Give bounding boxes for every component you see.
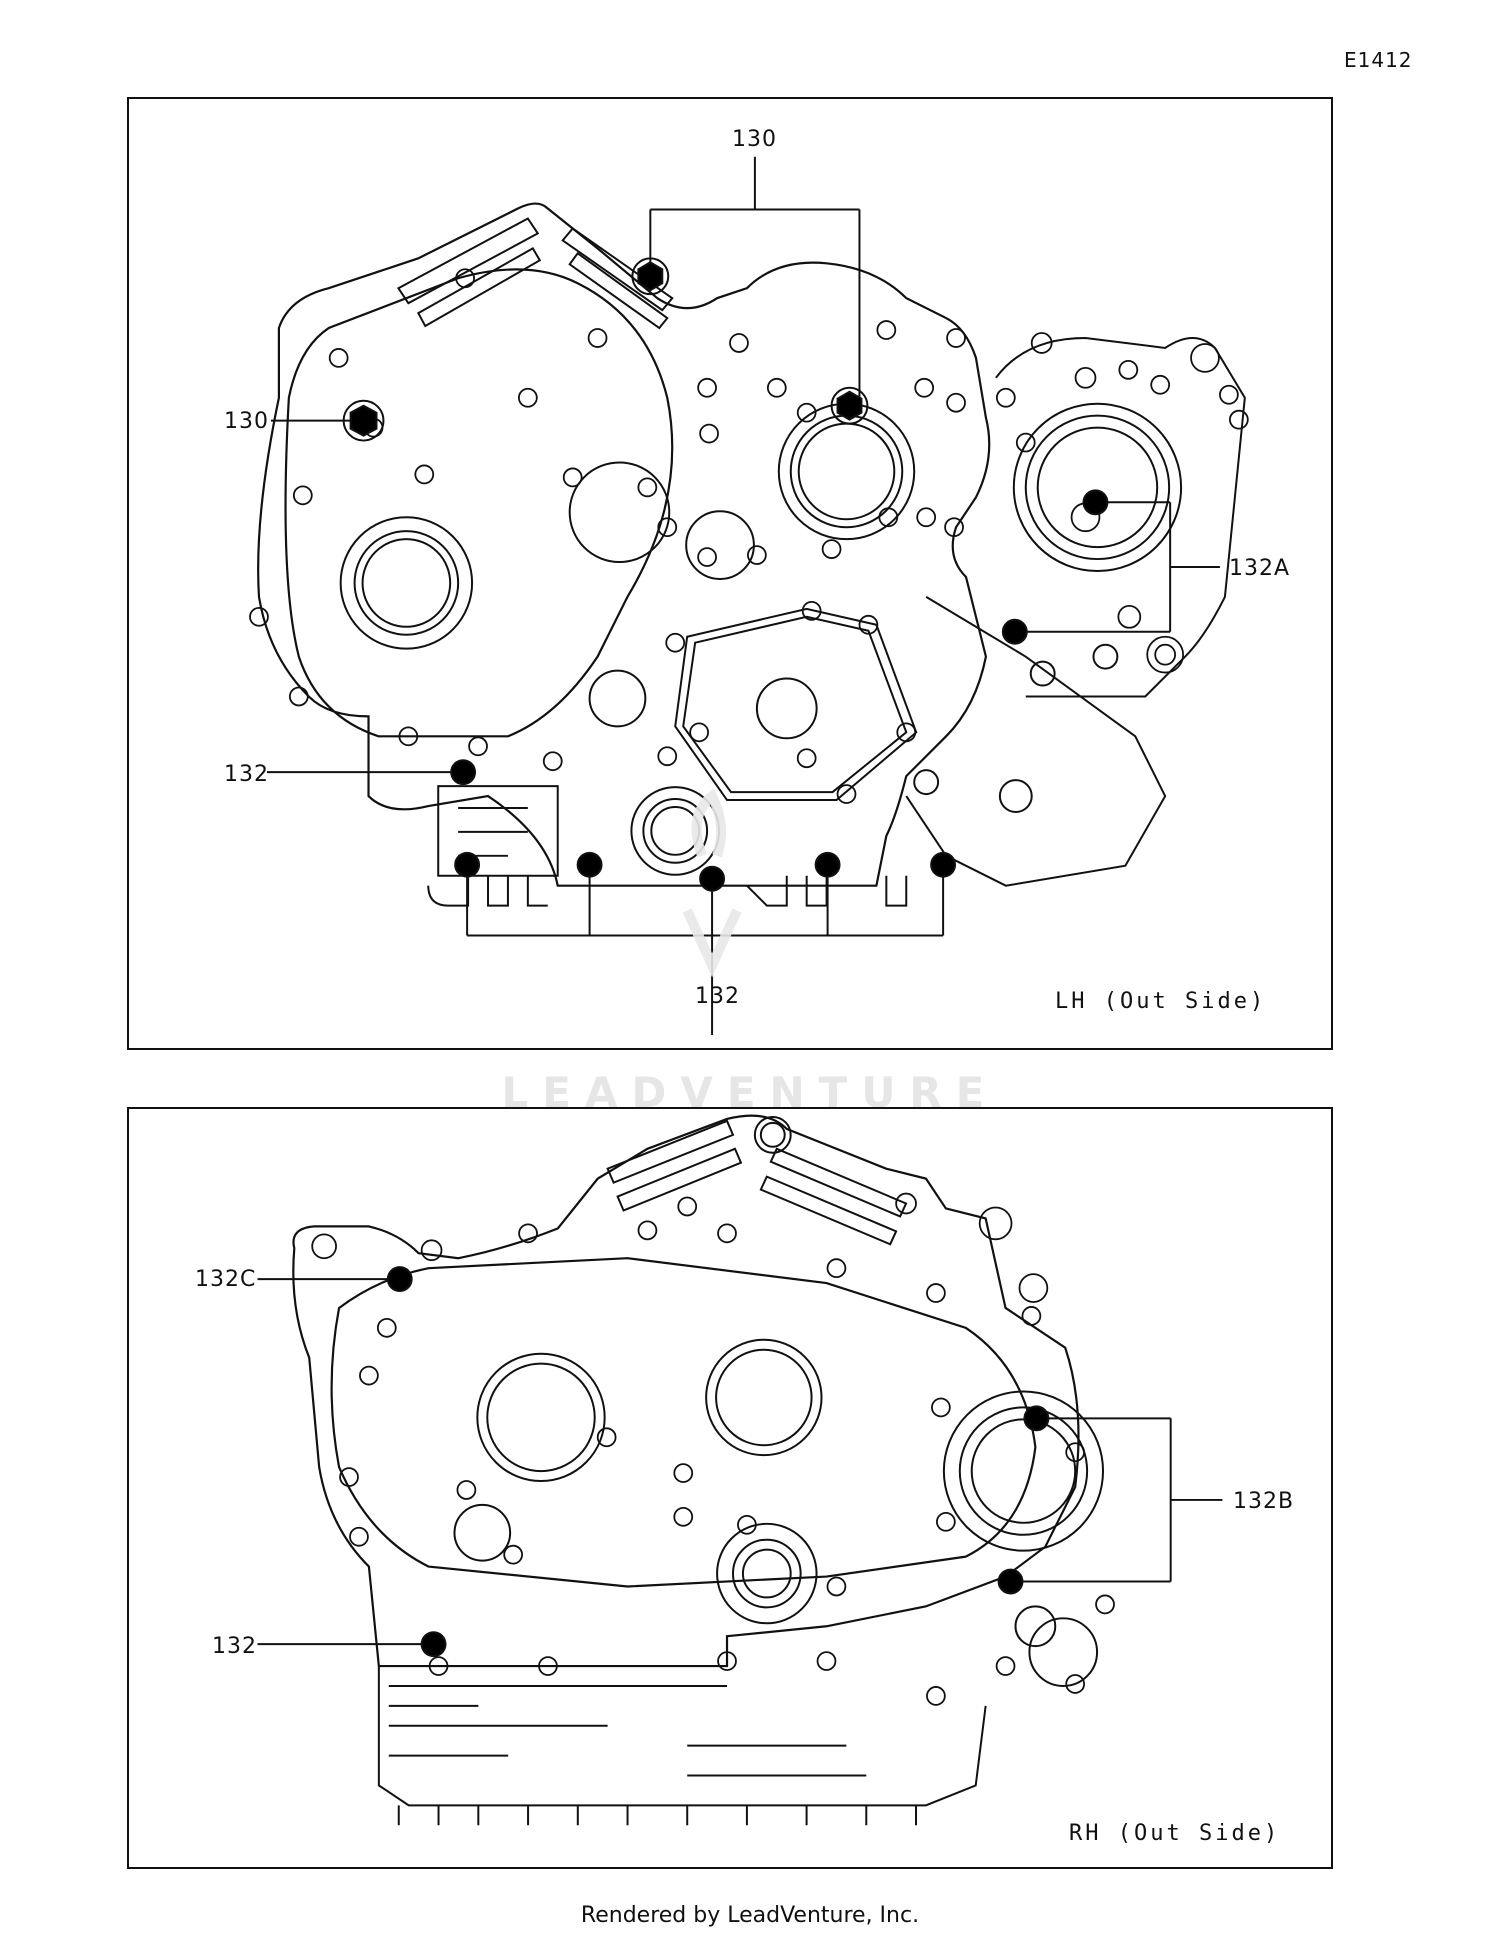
cylinder-fins <box>396 217 674 330</box>
callout-132b: 132B <box>1233 1489 1295 1514</box>
callout-132c: 132C <box>195 1267 257 1292</box>
cylinder-fins <box>606 1115 908 1246</box>
plug-132b-lower <box>997 1568 1024 1595</box>
bearing-bores <box>339 402 916 876</box>
plug-132-bottom-1 <box>454 851 481 878</box>
plug-132-bottom-3 <box>699 865 726 892</box>
callout-132-bottom: 132 <box>695 984 740 1009</box>
crankcase-outline <box>292 1114 1080 1668</box>
plug-132-rh <box>420 1631 447 1658</box>
leader-132a <box>1014 501 1220 633</box>
plug-132-bottom-2 <box>576 851 603 878</box>
callout-132-left: 132 <box>224 762 269 787</box>
crankcase-lh-drawing <box>249 156 1249 1036</box>
panel-lh-out-side: 130 130 132A 132 132 LH (Out Side) <box>127 97 1333 1050</box>
plug-130-top-right <box>830 386 869 425</box>
callout-130-left: 130 <box>224 409 269 434</box>
panel-rh-out-side: 132C 132B 132 RH (Out Side) <box>127 1107 1333 1869</box>
plug-132c <box>386 1266 413 1293</box>
plugs-rh <box>386 1266 1050 1658</box>
plug-132a-upper <box>1082 489 1109 516</box>
view-label-lh: LH (Out Side) <box>1055 989 1267 1014</box>
footer-credit: Rendered by LeadVenture, Inc. <box>580 1903 920 1928</box>
diagram-code: E1412 <box>1344 48 1413 72</box>
oil-pan <box>427 785 908 907</box>
leader-132b <box>1010 1417 1223 1583</box>
bearing-bores <box>453 1338 1105 1687</box>
clutch-housing <box>905 336 1246 887</box>
callout-132a: 132A <box>1229 556 1291 581</box>
callout-130-top: 130 <box>732 127 777 152</box>
plug-132-left <box>450 759 477 786</box>
plug-132-bottom-4 <box>814 851 841 878</box>
plug-130-left <box>342 399 385 442</box>
plug-132a-lower <box>1001 618 1028 645</box>
oil-pan <box>377 1666 987 1826</box>
watermark-logo <box>682 788 742 978</box>
bolt-holes <box>311 1192 1115 1706</box>
crankcase-outline <box>257 202 991 887</box>
plug-130-top-left <box>631 257 670 296</box>
plug-132-bottom-5 <box>930 851 957 878</box>
crankcase-rh-drawing <box>257 1114 1223 1826</box>
view-label-rh: RH (Out Side) <box>1069 1821 1281 1846</box>
plugs-lh <box>342 257 1109 892</box>
callout-132-rh: 132 <box>212 1634 257 1659</box>
plug-132b-upper <box>1023 1405 1050 1432</box>
cover-gasket <box>674 607 918 802</box>
bolt-holes <box>249 268 1249 804</box>
